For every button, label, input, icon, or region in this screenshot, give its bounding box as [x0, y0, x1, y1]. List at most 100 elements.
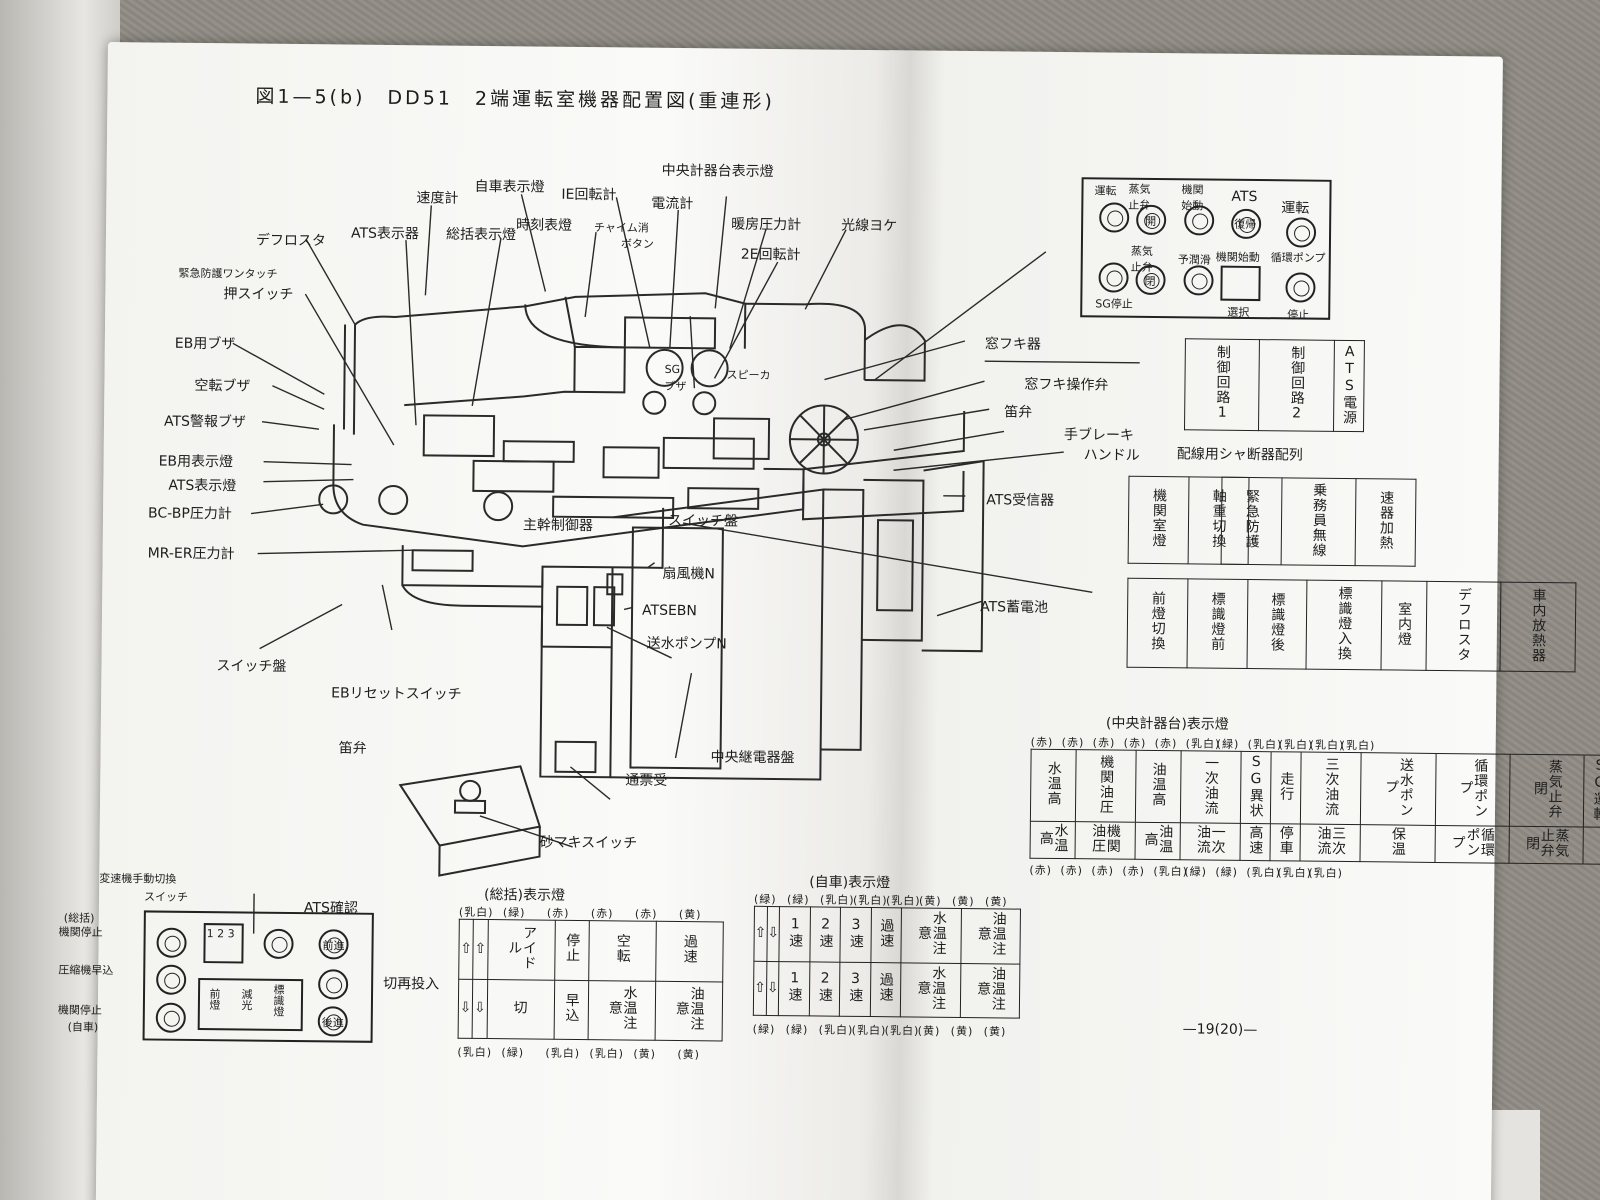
- label-transmission-switch: 変速機手動切換: [99, 871, 177, 886]
- ats-confirm-button[interactable]: [263, 928, 294, 959]
- label-fan: 扇風機N: [662, 565, 716, 583]
- lamp-color-label: (乳白): [457, 1045, 493, 1060]
- own-car-indicator-title: (自車)表示燈: [809, 874, 891, 892]
- lamp-color-label: (緑): [753, 892, 777, 907]
- lamp-color-label: (乳白): [819, 893, 855, 907]
- lamp-color-label: (緑): [786, 893, 810, 907]
- indicator-cell: 水温高: [1030, 749, 1077, 822]
- lamp-color-label: (緑): [752, 1022, 776, 1037]
- ats-reset-label: 復帰: [1234, 217, 1257, 232]
- book-spread: 図1—5(b) DD51 2端運転室機器配置図(重連形): [58, 42, 1600, 1200]
- label-1e-tachometer: IE回転計: [561, 186, 617, 204]
- lamp-color-label: (赤): [1154, 736, 1178, 751]
- indicator-cell: 緊急防護: [1221, 477, 1282, 565]
- run-lamp-2[interactable]: [1285, 217, 1317, 248]
- lamp-color-label: (乳白): [1277, 866, 1313, 880]
- indicator-cell-label: 水温高: [1045, 761, 1062, 807]
- indicator-cell-label: 停車: [1277, 825, 1294, 856]
- indicator-cell-label: 速器加熱: [1377, 490, 1395, 551]
- indicator-cell: 水温注意: [900, 907, 962, 963]
- lamp-color-label: (乳白): [1246, 865, 1282, 880]
- indicator-cell-label: 3速: [847, 916, 865, 949]
- indicator-cell-label: 標識燈入換: [1335, 585, 1353, 661]
- lamp-color-label: (赤): [1060, 864, 1084, 878]
- reverse-label: 後進: [321, 1016, 344, 1030]
- label-sand-switch: 砂マキスイッチ: [539, 834, 638, 852]
- indicator-cell-label: ATS電源: [1340, 343, 1358, 425]
- indicator-cell-label: 三次油流: [1315, 825, 1347, 857]
- label-speedometer: 速度計: [416, 190, 459, 207]
- label-timetable-lamp: 時刻表燈: [516, 217, 573, 234]
- indicator-cell: [1583, 827, 1600, 865]
- indicator-cell-label: 一次油流: [1202, 755, 1220, 816]
- indicator-cell-label: 標識燈前: [1209, 591, 1226, 652]
- indicator-cell-label: 油温注意: [975, 966, 1007, 1012]
- lamp-color-label: (赤): [1029, 863, 1053, 877]
- lamp-color-label: (乳白): [885, 894, 921, 908]
- label-ammeter: 電流計: [651, 195, 694, 213]
- indicator-cell: 室内燈: [1380, 580, 1427, 671]
- indicator-cell: 早込: [553, 979, 589, 1040]
- indicator-cell: 停車: [1269, 823, 1301, 862]
- sg-stop-lamp[interactable]: [1098, 262, 1129, 293]
- indicator-cell-label: 油温高: [1142, 824, 1174, 855]
- indicator-cell-label: 緊急防護: [1243, 489, 1261, 550]
- label-master-controller: 主幹制御器: [522, 517, 594, 535]
- prelube-button[interactable]: [1183, 265, 1214, 296]
- panel-run-label: 運転: [1094, 184, 1117, 198]
- indicator-cell: 標識燈入換: [1306, 580, 1382, 670]
- indicator-cell: 3速: [839, 961, 871, 1017]
- breaker-table-mid-b: 緊急防護乗務員無線速器加熱: [1221, 477, 1417, 567]
- panel-ats-label: ATS: [1231, 188, 1258, 206]
- overall-engine-stop-button[interactable]: [156, 927, 187, 958]
- circulation-pump-stop-lamp[interactable]: [1285, 272, 1316, 303]
- label-wiper-valve: 窓フキ操作弁: [1024, 376, 1109, 394]
- indicator-cell-label: ⇧: [474, 940, 487, 957]
- close-label: 閉: [1144, 274, 1156, 288]
- indicator-cell: 蒸気止弁閉: [1509, 754, 1585, 828]
- lamp-color-label: (黄): [917, 1024, 941, 1038]
- label-ats-indicator: ATS表示器: [350, 225, 420, 243]
- page-number: —19(20)—: [1182, 1021, 1258, 1039]
- label-ats-battery: ATS蓄電池: [980, 599, 1049, 616]
- label-sg: SG: [664, 362, 681, 377]
- label-speaker: スピーカ: [726, 368, 771, 382]
- marker-light-switch[interactable]: 標識燈: [271, 983, 286, 1017]
- indicator-cell: 送水ポンプ: [1360, 752, 1436, 826]
- own-engine-stop-button[interactable]: [155, 1002, 186, 1033]
- engine-start-button[interactable]: [1184, 205, 1215, 236]
- headlight-switch[interactable]: 前燈: [207, 988, 222, 1011]
- label-token-receiver: 通票受: [625, 772, 668, 789]
- indicator-cell: 油温高: [1135, 750, 1182, 824]
- indicator-cell-label: 制御回路1: [1214, 344, 1231, 422]
- indicator-cell-label: 1速: [787, 916, 804, 949]
- indicator-cell-label: ⇧: [754, 979, 766, 996]
- lamp-color-label: (黄): [950, 1024, 974, 1039]
- indicator-cell: 油温注意: [960, 962, 1021, 1019]
- indicator-cell-label: デフロスタ: [1455, 586, 1473, 662]
- label-overall-indicator: 総括表示燈: [445, 226, 517, 244]
- indicator-cell: 高速: [1239, 823, 1271, 861]
- engine-start-selector[interactable]: [1220, 265, 1261, 302]
- reset-input-button[interactable]: [317, 969, 349, 1000]
- overall-indicator-table: ⇧⇧アイドル停止空転過速 ⇩⇩切早込水温注意油温注意: [458, 919, 724, 1042]
- indicator-cell-label: 蒸気止弁閉: [1523, 828, 1570, 859]
- compressor-button[interactable]: [156, 964, 187, 995]
- lamp-color-label: (乳白): [1278, 738, 1314, 752]
- label-engine-stop: 機関停止: [58, 925, 103, 939]
- indicator-cell: ⇧: [753, 906, 768, 961]
- label-chime-button: ボタン: [620, 237, 654, 251]
- label-own-car-note: (自車): [67, 1020, 99, 1034]
- dimmer-switch[interactable]: 減光: [239, 988, 254, 1011]
- indicator-cell: 制御回路2: [1258, 339, 1335, 432]
- indicator-cell: アイドル: [487, 919, 556, 980]
- label-whistle-valve-floor: 笛弁: [338, 740, 367, 757]
- run-lamp[interactable]: [1099, 202, 1130, 233]
- label-compressor: 圧縮機早込: [58, 963, 114, 978]
- lamp-color-label: (黄): [677, 1048, 701, 1062]
- indicator-cell: 過速: [870, 907, 902, 963]
- lamp-color-label: (乳白): [1185, 737, 1221, 751]
- indicator-cell: 機関油圧: [1075, 749, 1136, 823]
- indicator-cell-label: 高速: [1247, 825, 1264, 856]
